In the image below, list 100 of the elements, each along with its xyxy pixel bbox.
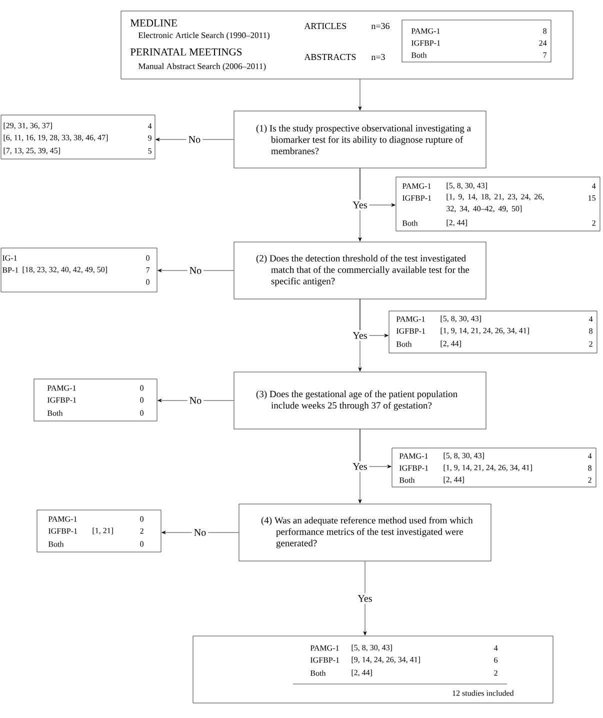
question-text: (2) Does the detection threshold of the test investigated match that of the commercially available test for the specific antigen? [256,254,470,286]
database-name: PERINATAL MEETINGS [130,48,242,56]
count-value: n=36 [371,23,390,30]
arrow [358,168,362,242]
question-text: (1) Is the study prospective observational investigating a biomarker test for its ability to diagnose rupture of membranes? [256,124,471,154]
count-value: 2 [140,528,144,534]
category-label: IGFBP-1 [400,465,428,471]
count-value: 0 [146,255,150,261]
category-label: Both [310,670,326,676]
category-label: IG-1 [2,255,17,261]
count-value: 4 [494,645,498,651]
category-label: PAMG-1 [48,516,77,522]
category-label: PAMG-1 [396,316,425,322]
source-type: ARTICLES [304,23,346,30]
question-box [234,242,486,300]
edge-label: Yes [350,461,370,472]
count-value: 2 [588,477,592,483]
count-value: n=3 [371,54,385,60]
arrow [162,530,239,534]
count-value: 4 [592,183,596,189]
question-text: (4) Was an adequate reference method used from which performance metrics of the test investigated were generated? [261,516,473,548]
database-name: MEDLINE [130,20,177,26]
reference-list: [18, 23, 32, 40, 42, 49, 50] [22,266,107,274]
count-value: 5 [148,148,152,154]
count-value: 4 [148,123,152,129]
count-value: 0 [140,541,144,547]
count-value: 4 [588,316,593,322]
category-label: IGFBP-1 [396,328,426,334]
category-label: PAMG-1 [411,28,440,34]
count-value: 0 [140,410,144,416]
summary-note: 12 studies included [452,690,514,696]
reference-list: [5, 8, 30, 43] [440,316,481,322]
count-value: 24 [539,40,547,46]
count-value: 0 [146,279,150,285]
category-label: IGFBP-1 [310,657,340,663]
category-label: Both [48,541,64,547]
count-value: 2 [494,670,498,676]
reference-list: [1, 21] [92,528,113,534]
edge-label: Yes [350,200,370,210]
arrow [158,398,234,402]
category-label: PAMG-1 [399,453,428,459]
reference-list: [7, 13, 25, 39, 45] [4,148,60,154]
edge-label: No [187,265,204,276]
question-text: (3) Does the gestational age of the patient population include weeks 25 through 37 of gestation? [256,390,458,411]
reference-list: [5, 8, 30, 43] [352,644,392,652]
reference-list: [6, 11, 16, 19, 28, 33, 38, 46, 47] [4,134,108,142]
count-value: 2 [592,220,596,226]
reference-list: [2, 44] [352,670,372,676]
arrow [156,138,234,142]
category-label: IGFBP-1 [402,195,432,201]
reference-list: [2, 44] [444,476,464,484]
edge-label: No [186,134,203,145]
count-value: 9 [148,135,152,141]
category-label: Both [47,410,63,416]
category-label: Both [396,341,412,347]
reference-list: [1, 9, 14, 18, 21, 23, 24, 26, 32, 34, 40–42, 49, 50] [446,194,544,212]
count-value: 4 [588,453,592,459]
count-value: 2 [589,341,592,347]
question-box [234,110,486,168]
edge-label: No [192,527,208,538]
source-type: ABSTRACTS [304,54,356,60]
category-label: IGFBP-1 [48,397,76,403]
arrow [358,299,362,372]
arrow [358,79,362,110]
count-value: 6 [494,657,498,663]
count-value: 15 [588,195,596,201]
search-description: Electronic Article Search (1990–2011) [138,32,270,40]
arrow [358,429,362,504]
count-value: 7 [146,267,150,273]
reference-list: [2, 44] [440,340,461,348]
count-value: 0 [140,516,144,522]
reference-list: [5, 8, 30, 43] [444,452,484,460]
count-value: 8 [543,28,546,34]
edge-label: Yes [350,330,370,341]
reference-list: [9, 14, 24, 26, 34, 41] [352,656,420,664]
search-description: Manual Abstract Search (2006–2011) [138,63,266,71]
count-value: 8 [589,328,592,334]
category-label: IGFBP-1 [48,528,78,534]
count-value: 8 [588,465,592,471]
category-label: BP-1 [2,267,18,273]
category-label: Both [399,477,415,483]
category-label: PAMG-1 [47,385,76,391]
category-label: PAMG-1 [310,645,339,651]
reference-list: [5, 8, 30, 43] [446,182,487,190]
count-value: 7 [543,52,547,58]
arrow [363,561,367,636]
reference-list: [2, 44] [446,220,467,226]
category-label: PAMG-1 [402,183,431,189]
arrow [158,268,234,272]
reference-list: [29, 31, 36, 37] [4,122,52,130]
count-value: 0 [140,385,144,391]
count-value: 0 [140,397,144,403]
category-label: Both [411,52,427,58]
category-label: IGFBP-1 [412,40,440,46]
reference-list: [1, 9, 14, 21, 24, 26, 34, 41] [440,328,529,334]
edge-label: Yes [356,593,374,604]
question-box [238,504,492,562]
edge-label: No [187,395,204,406]
question-box [234,372,486,430]
category-label: Both [402,220,418,226]
